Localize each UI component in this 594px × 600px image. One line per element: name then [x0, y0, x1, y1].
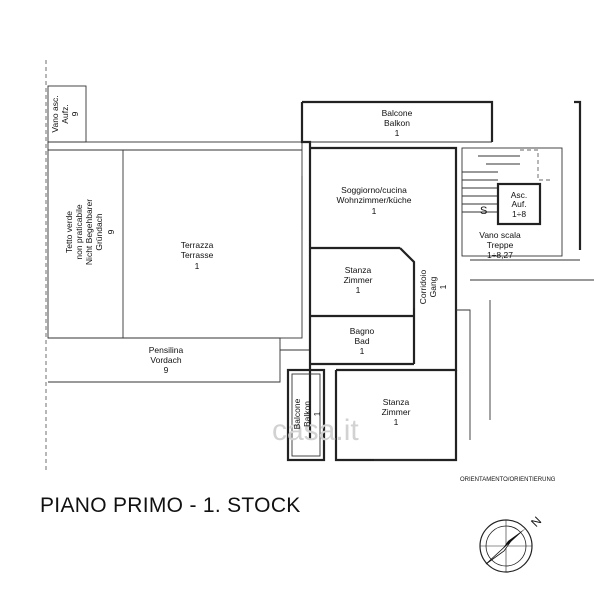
- label-line: Balkon: [302, 401, 312, 427]
- label-line: Zimmer: [382, 407, 411, 417]
- label-line: Zimmer: [344, 275, 373, 285]
- stair-path: [520, 149, 552, 181]
- north-label: N: [528, 514, 544, 530]
- living-room-walls: [310, 146, 458, 272]
- label-line: Stanza: [383, 397, 410, 407]
- label-line: Bad: [354, 336, 369, 346]
- label-line: 1: [360, 346, 365, 356]
- label-line: Balcone: [292, 398, 302, 429]
- orientation-label: ORIENTAMENTO/ORIENTIERUNG: [460, 477, 556, 483]
- label-balcone-side: Balcone Balkon 1: [292, 398, 322, 429]
- label-line: 1÷8,27: [487, 250, 513, 260]
- label-line: 1: [395, 128, 400, 138]
- label-line: 1: [394, 417, 399, 427]
- compass-icon: [479, 519, 533, 573]
- label-pensilina: Pensilina Vordach 9: [149, 345, 184, 375]
- label-line: 1: [372, 206, 377, 216]
- stairwell-outline: [461, 147, 563, 257]
- label-line: 9: [70, 111, 80, 116]
- label-line: Terrazza: [181, 240, 214, 250]
- label-line: Soggiorno/cucina: [341, 185, 407, 195]
- label-line: 1: [356, 285, 361, 295]
- label-terrazza: Terrazza Terrasse 1: [181, 240, 214, 271]
- side-balcony-inner: [291, 373, 321, 457]
- label-line: 1: [438, 284, 448, 289]
- label-line: Gründach: [94, 213, 104, 251]
- stair-symbol: S: [480, 205, 487, 217]
- label-line: Terrasse: [181, 250, 214, 260]
- label-line: Vordach: [150, 355, 181, 365]
- label-line: 1÷8: [512, 209, 526, 219]
- label-line: Bagno: [350, 326, 375, 336]
- page-title: PIANO PRIMO - 1. STOCK: [40, 494, 301, 517]
- label-line: Nicht Begehbarer: [84, 199, 94, 265]
- label-line: Gang: [428, 276, 438, 297]
- label-line: 9: [164, 365, 169, 375]
- side-balcony: [286, 368, 326, 462]
- corridor-wall: [399, 247, 416, 318]
- elevator-shaft-stair: [496, 182, 542, 226]
- label-line: Aufz.: [60, 104, 70, 123]
- label-line: 9: [106, 229, 116, 234]
- label-line: Balkon: [384, 118, 410, 128]
- apartment-west-wall: [300, 102, 312, 440]
- watermark: casa.it: [272, 414, 359, 447]
- label-ascensore: Asc. Auf. 1÷8: [511, 190, 528, 219]
- label-bagno: Bagno Bad 1: [350, 326, 375, 356]
- label-line: Vano scala: [479, 230, 521, 240]
- stair-side-wall: [456, 309, 471, 440]
- label-line: 1: [195, 261, 200, 271]
- label-line: Wohnzimmer/küche: [337, 195, 412, 205]
- label-soggiorno: Soggiorno/cucina Wohnzimmer/küche 1: [337, 185, 412, 216]
- label-line: Asc.: [511, 190, 528, 200]
- canopy-outline: [48, 337, 281, 383]
- label-vano-asc: Vano asc. Aufz. 9: [50, 95, 80, 132]
- label-line: Tetto verde: [64, 211, 74, 253]
- label-corridoio: Corridoio Gang 1: [418, 269, 448, 304]
- label-vano-scala: Vano scala Treppe 1÷8,27: [479, 230, 521, 260]
- label-line: Balcone: [382, 108, 413, 118]
- label-line: non praticabile: [74, 204, 84, 260]
- label-tetto-verde: Tetto verde non praticabile Nicht Begehb…: [64, 199, 116, 265]
- balcony-top-wall: [302, 100, 494, 142]
- label-line: Vano asc.: [50, 95, 60, 132]
- label-line: Corridoio: [418, 269, 428, 304]
- label-stanza-2: Stanza Zimmer 1: [382, 397, 411, 427]
- label-line: Auf.: [511, 199, 526, 209]
- label-line: Stanza: [345, 265, 372, 275]
- label-line: 1: [312, 411, 322, 416]
- label-stanza-1: Stanza Zimmer 1: [344, 265, 373, 295]
- east-building-wall: [574, 100, 582, 250]
- label-balcone-top: Balcone Balkon 1: [382, 108, 413, 138]
- label-line: Treppe: [487, 240, 514, 250]
- label-line: Pensilina: [149, 345, 184, 355]
